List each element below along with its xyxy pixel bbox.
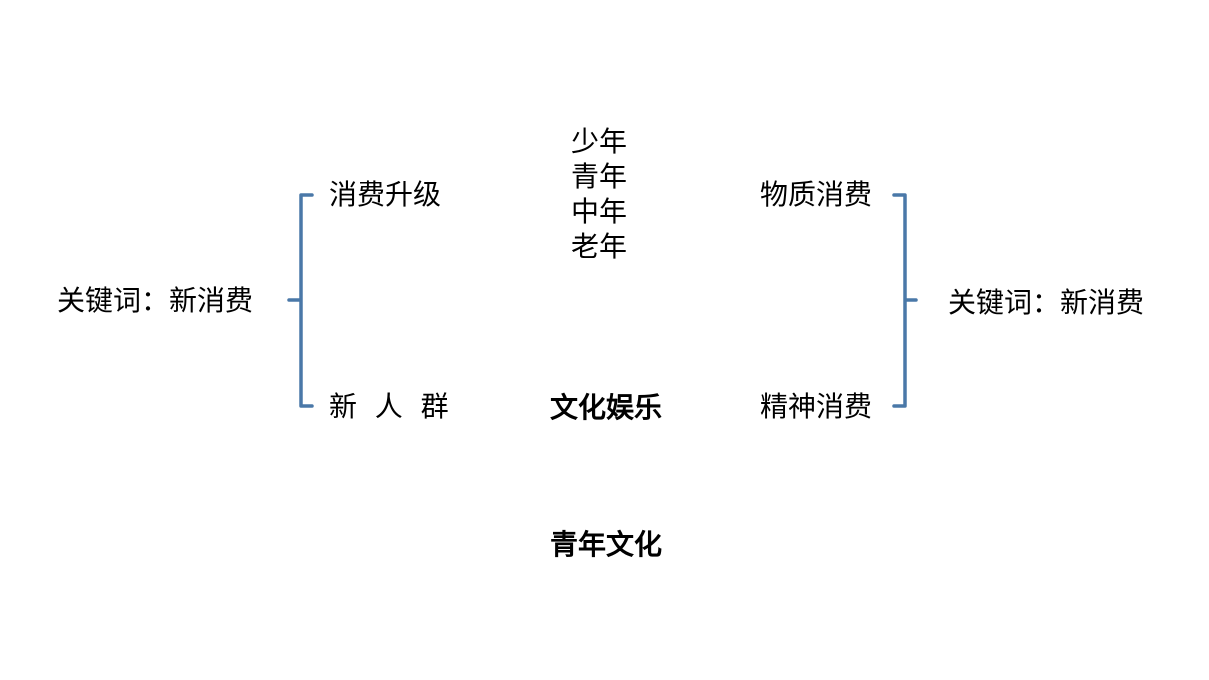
age-list: 少年 青年 中年 老年 (571, 124, 635, 264)
right-keyword: 关键词：新消费 (948, 286, 1145, 319)
right-bottom-item: 精神消费 (760, 390, 873, 423)
age-item: 青年 (571, 160, 628, 193)
left-keyword: 关键词：新消费 (57, 284, 254, 317)
age-item: 老年 (571, 230, 628, 263)
center-bottom-label: 青年文化 (550, 528, 663, 561)
age-item: 少年 (571, 125, 628, 158)
left-bracket (287, 193, 314, 408)
age-item: 中年 (571, 195, 628, 228)
right-bracket (892, 193, 918, 408)
left-bottom-item: 新 人 群 (329, 390, 449, 423)
center-middle-label: 文化娱乐 (550, 391, 663, 424)
right-top-item: 物质消费 (760, 178, 873, 211)
left-top-item: 消费升级 (329, 178, 442, 211)
